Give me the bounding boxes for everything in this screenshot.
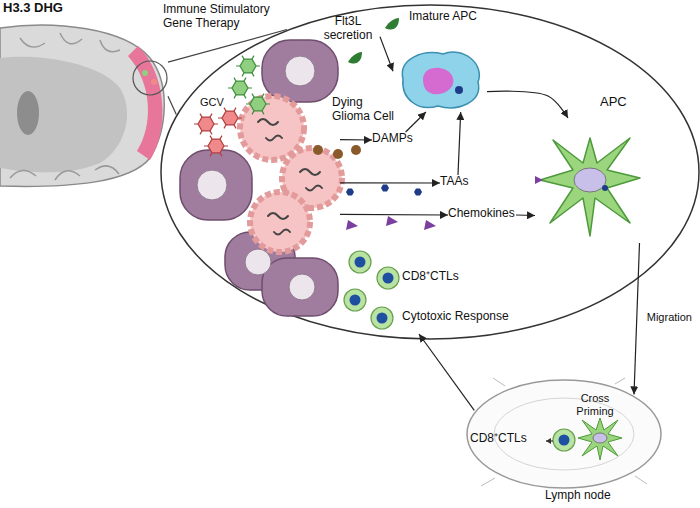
node-text: Dying Glioma Cell	[332, 96, 398, 124]
edge-label: Migration	[647, 311, 692, 324]
lymph-node: Cross PrimingCD8⁺CTLsLymph node	[465, 378, 663, 490]
damps-label: DAMPs	[372, 132, 420, 148]
taas-label: TAAs	[440, 175, 476, 191]
flow-arrow	[419, 334, 474, 410]
node-text: DAMPs	[372, 132, 420, 146]
node-text: Immune Stimulatory Gene Therapy	[163, 3, 283, 31]
node-text: APC	[600, 95, 640, 110]
node-text: CD8⁺CTLs	[470, 432, 544, 446]
node-text: CD8⁺CTLs	[402, 270, 482, 284]
brain-section: H3.3 DHG	[0, 18, 168, 188]
node-text: H3.3 DHG	[3, 1, 83, 16]
brain-section-outline	[0, 18, 168, 188]
node-text: Chemokines	[448, 207, 516, 221]
node-text: Flt3L secretion	[316, 15, 380, 43]
node-text: Lymph node	[545, 489, 635, 503]
dying-cell-group: Dying Glioma Cell	[236, 92, 340, 262]
immature-apc-cell: Imature APC	[393, 44, 487, 112]
apc-cell-outline	[535, 118, 645, 243]
apc-cell: APC	[535, 118, 645, 243]
immature-apc-cell-outline	[393, 44, 487, 112]
microenvironment-ellipse: Immune Stimulatory Gene Therapy Flt3L sec…	[160, 4, 700, 340]
node-text: Imature APC	[408, 10, 478, 24]
zoom-line	[168, 96, 176, 114]
node-text: Cytotoxic Response	[402, 310, 517, 324]
chemokines-label: Chemokines	[448, 207, 516, 223]
drug-label: GCV	[200, 96, 240, 109]
ctl-group: CD8⁺CTLsCytotoxic Response	[338, 250, 518, 334]
node-text: TAAs	[440, 175, 476, 189]
secretion-label: Flt3L secretion	[316, 15, 380, 51]
node-text: Cross Priming	[570, 392, 620, 417]
